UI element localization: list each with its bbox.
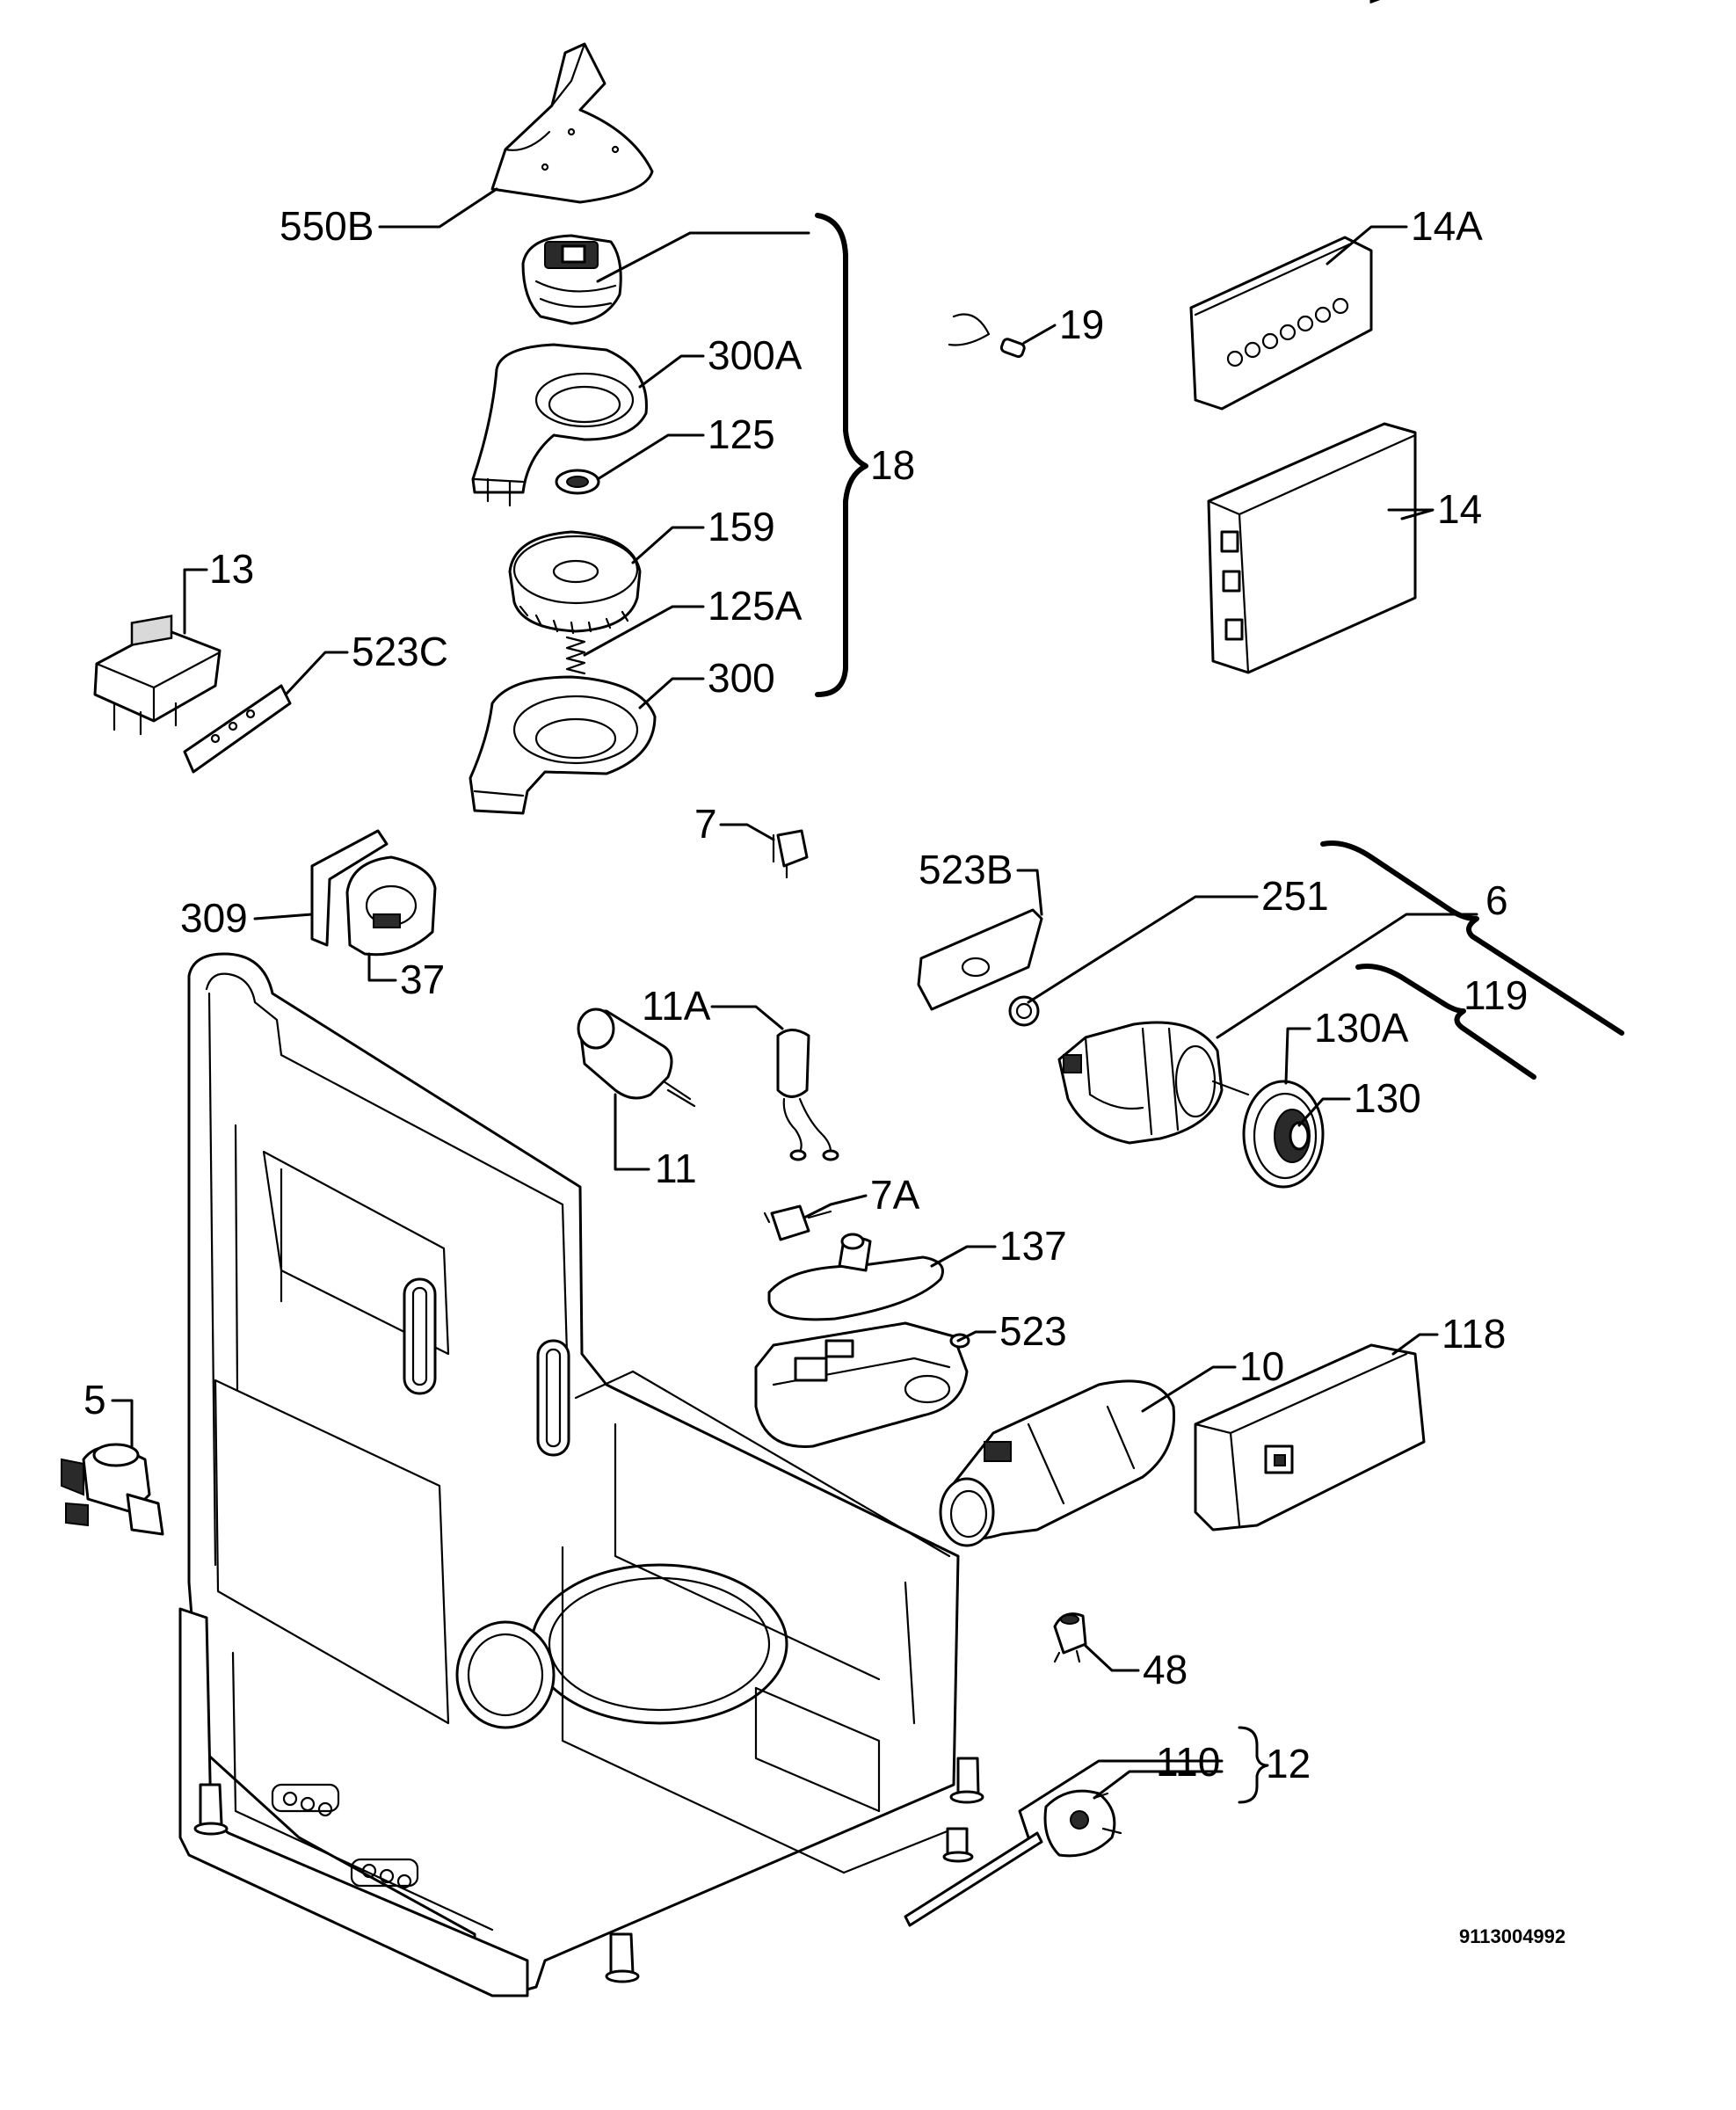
label-11: 11 bbox=[655, 1146, 697, 1191]
label-14: 14 bbox=[1437, 486, 1482, 532]
part-10-heater bbox=[939, 1379, 1176, 1547]
part-118-dispenser bbox=[1194, 1343, 1426, 1532]
part-130-pump-wheel bbox=[1242, 1080, 1325, 1189]
label-11a: 11A bbox=[642, 983, 711, 1029]
label-125a: 125A bbox=[708, 583, 803, 629]
label-251: 251 bbox=[1261, 873, 1329, 919]
part-110-pressure-switch bbox=[904, 1789, 1122, 1927]
part-fan-motor bbox=[521, 234, 622, 325]
label-130: 130 bbox=[1354, 1075, 1421, 1121]
label-159: 159 bbox=[708, 504, 775, 549]
label-309: 309 bbox=[180, 895, 248, 941]
label-125: 125 bbox=[708, 411, 775, 457]
part-11a-capacitor bbox=[776, 1029, 839, 1161]
drawing-code: 9113004992 bbox=[1459, 1925, 1565, 1947]
part-tub-frame bbox=[178, 952, 984, 1997]
label-10: 10 bbox=[1239, 1343, 1284, 1389]
label-5: 5 bbox=[84, 1377, 106, 1422]
part-7-switch bbox=[772, 829, 809, 879]
part-14a-panel-frame bbox=[1189, 236, 1373, 411]
part-523-holder bbox=[754, 1321, 970, 1448]
label-550b: 550B bbox=[280, 203, 374, 249]
label-48: 48 bbox=[1143, 1647, 1188, 1692]
label-12: 12 bbox=[1266, 1741, 1311, 1786]
label-18: 18 bbox=[870, 442, 915, 488]
part-11-capacitor bbox=[577, 1008, 696, 1108]
label-300: 300 bbox=[708, 655, 775, 701]
label-523c: 523C bbox=[352, 629, 448, 674]
part-37-transformer bbox=[345, 855, 437, 957]
part-13-connector bbox=[93, 615, 222, 736]
part-523b-bracket bbox=[917, 908, 1043, 1011]
label-37: 37 bbox=[400, 957, 445, 1002]
part-125a-spring bbox=[565, 636, 586, 675]
part-125-seal bbox=[555, 469, 600, 495]
label-130a: 130A bbox=[1314, 1005, 1409, 1051]
part-300a-upper-housing bbox=[471, 343, 648, 507]
brace-12 bbox=[1238, 1726, 1269, 1804]
part-523c-bracket bbox=[183, 684, 292, 774]
brace-6 bbox=[1320, 840, 1624, 1036]
label-6: 6 bbox=[1485, 877, 1508, 923]
part-251-seal bbox=[1008, 995, 1040, 1027]
part-300-lower-housing bbox=[469, 675, 657, 815]
label-7a: 7A bbox=[870, 1172, 920, 1218]
label-14a: 14A bbox=[1411, 203, 1483, 249]
label-137: 137 bbox=[999, 1223, 1067, 1269]
label-7: 7 bbox=[694, 801, 717, 847]
brace-18 bbox=[815, 213, 868, 697]
label-13: 13 bbox=[209, 546, 254, 592]
brace-119 bbox=[1355, 964, 1536, 1080]
part-48-sensor bbox=[1053, 1612, 1087, 1663]
leader-lines bbox=[111, 187, 1478, 1839]
part-159-impeller bbox=[508, 530, 642, 635]
label-19: 19 bbox=[1059, 302, 1104, 347]
part-309-bracket bbox=[310, 829, 389, 947]
label-300a: 300A bbox=[708, 332, 803, 378]
part-14-electronic-module bbox=[1207, 0, 1417, 674]
label-110: 110 bbox=[1156, 1739, 1220, 1785]
part-7a-switch bbox=[763, 1204, 832, 1241]
label-118: 118 bbox=[1442, 1311, 1506, 1357]
label-523: 523 bbox=[999, 1308, 1067, 1354]
part-6-pump-motor bbox=[1057, 1021, 1250, 1145]
label-523b: 523B bbox=[919, 847, 1013, 892]
part-137-float bbox=[767, 1233, 944, 1321]
part-19-sensor bbox=[948, 313, 1026, 359]
label-119: 119 bbox=[1464, 972, 1528, 1018]
part-5-inlet-valve bbox=[61, 1443, 164, 1536]
part-550b-cover bbox=[490, 42, 654, 204]
